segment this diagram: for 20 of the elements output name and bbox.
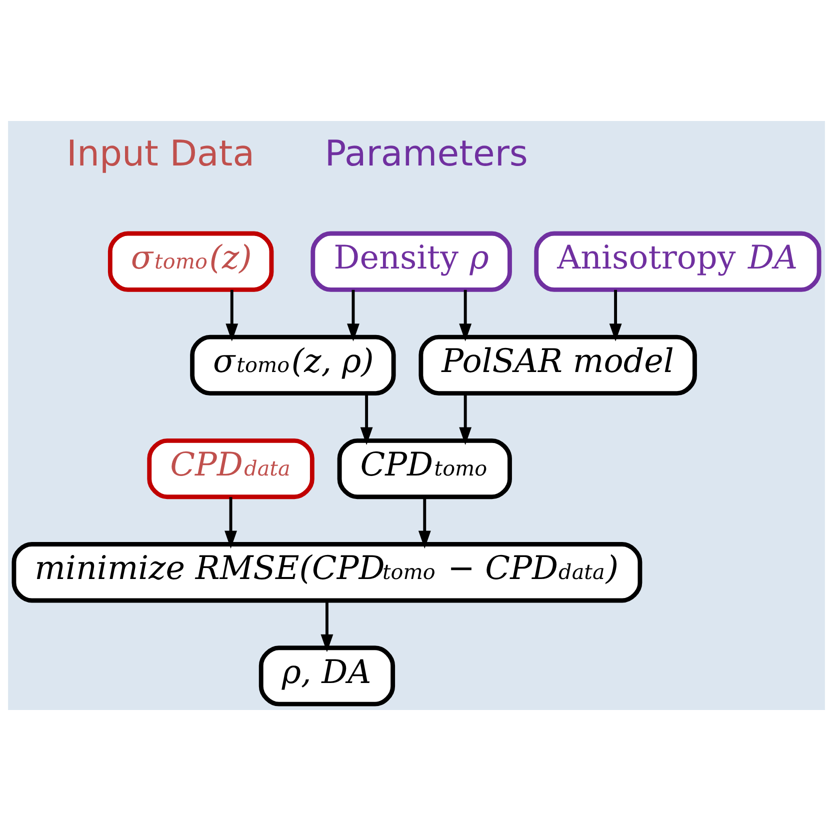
arrow — [347, 289, 360, 341]
node-box: ρ, DA — [258, 645, 396, 706]
arrow — [226, 289, 238, 341]
node-box: minimize RMSE(CPDtomo − CPDdata) — [12, 542, 642, 602]
node-box: Anisotropy DA — [534, 230, 822, 292]
arrow — [459, 393, 472, 444]
node-box: CPDdata — [147, 438, 314, 499]
arrow — [224, 496, 237, 548]
arrow — [459, 289, 472, 341]
arrow — [609, 289, 622, 341]
node-box: σtomo(z, ρ) — [190, 334, 396, 396]
arrow — [418, 496, 431, 548]
arrow — [320, 600, 334, 652]
node-box: σtomo(z) — [108, 230, 274, 292]
node-box: PolSAR model — [418, 334, 697, 396]
label: Parameters — [324, 133, 528, 174]
label: Input Data — [66, 133, 254, 174]
node-box: Density ρ — [310, 230, 512, 292]
node-box: CPDtomo — [337, 438, 512, 499]
arrow — [360, 393, 373, 444]
